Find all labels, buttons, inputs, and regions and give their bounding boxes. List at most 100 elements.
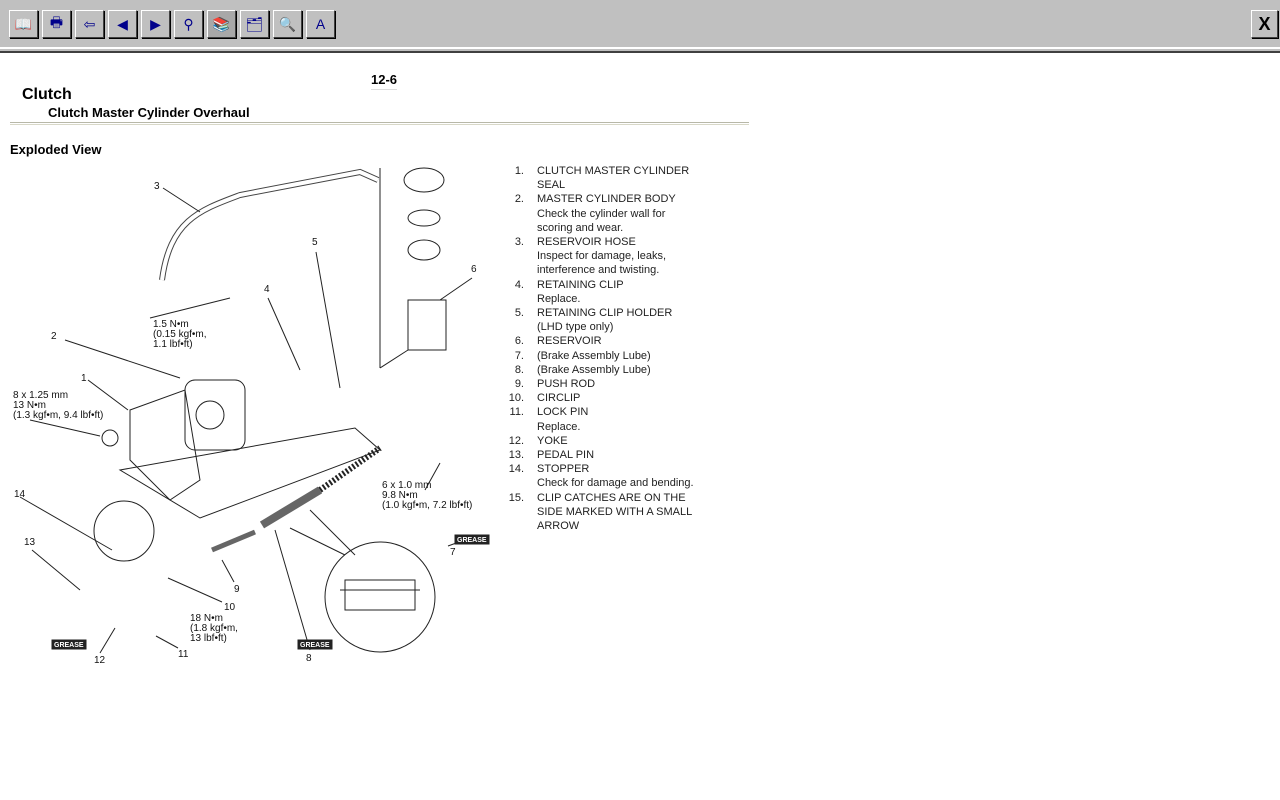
- binoculars-find-button[interactable]: ⚲: [174, 10, 203, 38]
- grease-label: GREASE: [54, 642, 84, 649]
- legend-number: 15.: [508, 491, 524, 504]
- callout-2: 2: [51, 331, 57, 342]
- legend-text: RESERVOIR: [537, 335, 602, 348]
- callout-9: 9: [234, 584, 240, 595]
- reservoir: [407, 299, 447, 351]
- legend-text: SIDE MARKED WITH A SMALL: [537, 505, 693, 518]
- legend-number: 5.: [514, 307, 524, 320]
- legend-item: 10. CIRCLIP: [508, 391, 694, 405]
- stack-button[interactable]: 🗂: [240, 10, 269, 38]
- page-subtitle: Clutch Master Cylinder Overhaul: [48, 105, 250, 120]
- legend-text: Replace.: [537, 420, 581, 433]
- legend-text: RESERVOIR HOSE: [537, 236, 636, 249]
- contents-book-button[interactable]: 📖: [9, 10, 38, 38]
- legend-text: SEAL: [537, 179, 566, 192]
- legend-text: MASTER CYLINDER BODY: [537, 193, 676, 206]
- exploded-view-diagram: [19, 167, 490, 654]
- legend-number: 1.: [514, 165, 524, 177]
- legend-number: 10.: [508, 392, 524, 405]
- manual-book-icon: 📚: [212, 15, 231, 32]
- legend-number: 6.: [514, 335, 524, 348]
- callout-13: 13: [24, 537, 36, 548]
- piston: [259, 486, 323, 529]
- callout-10: 10: [224, 602, 236, 613]
- index-icon: A: [315, 16, 326, 32]
- legend-number: 14.: [508, 463, 524, 476]
- seal-flange: [129, 389, 201, 501]
- callout-4: 4: [264, 284, 270, 295]
- push-rod: [211, 529, 256, 553]
- page-number: 12-6: [371, 72, 398, 90]
- callout-6: 6: [471, 264, 477, 275]
- legend-text: (Brake Assembly Lube): [537, 349, 651, 362]
- legend-item: 12.YOKE: [508, 434, 694, 448]
- callout-14: 14: [14, 489, 26, 500]
- legend-text: Replace.: [537, 292, 581, 305]
- grease-label: GREASE: [457, 537, 487, 544]
- callout-1: 1: [81, 373, 87, 384]
- next-page-button[interactable]: ▶: [141, 10, 170, 38]
- legend-text: scoring and wear.: [537, 221, 624, 234]
- legend-number: 2.: [514, 193, 524, 206]
- legend-number: 4.: [514, 278, 524, 291]
- legend-text: LOCK PIN: [537, 406, 589, 419]
- binoculars-find-icon: ⚲: [183, 15, 194, 32]
- document-search-button[interactable]: 🔍: [273, 10, 302, 38]
- legend-item: 13. PEDAL PIN: [508, 448, 694, 462]
- legend-text: RETAINING CLIP HOLDER: [537, 307, 673, 320]
- callout-3: 3: [154, 181, 160, 192]
- legend-text: PUSH ROD: [537, 378, 596, 391]
- detail-circle: [93, 500, 155, 562]
- legend-text: PEDAL PIN: [537, 449, 595, 462]
- legend-text: ARROW: [537, 520, 580, 533]
- legend-text: (LHD type only): [537, 321, 614, 334]
- divider: [10, 122, 749, 125]
- previous-page-icon: ◀: [117, 15, 128, 32]
- callout-7: 7: [450, 547, 456, 558]
- legend-text: CIRCLIP: [537, 392, 581, 405]
- close-button[interactable]: X: [1251, 10, 1278, 38]
- legend-number: 9.: [514, 378, 524, 391]
- legend-text: YOKE: [537, 434, 568, 447]
- legend-item: 7. (Brake Assembly Lube): [508, 349, 694, 363]
- callout-11: 11: [178, 649, 189, 660]
- legend-text: Check for damage and bending.: [537, 477, 694, 490]
- callout-12: 12: [94, 655, 106, 666]
- legend-number: 13.: [508, 449, 524, 462]
- legend-number: 3.: [514, 236, 524, 249]
- legend-text: (Brake Assembly Lube): [537, 363, 651, 376]
- callout-5: 5: [312, 237, 318, 248]
- manual-book-button[interactable]: 📚: [207, 10, 236, 38]
- legend-number: 8.: [514, 363, 524, 376]
- legend-text: Check the cylinder wall for: [537, 207, 666, 220]
- mounting-plate: [118, 427, 381, 519]
- torque-spec: 8 x 1.25 mm 13 N•m (1.3 kgf•m, 9.4 lbf•f…: [13, 390, 104, 421]
- toolbar: 📖 🖶 ⇦ ◀ ▶ ⚲ 📚 🗂 🔍 A: [0, 0, 1280, 47]
- print-button[interactable]: 🖶: [42, 10, 71, 38]
- legend-number: 7.: [514, 349, 524, 362]
- index-button[interactable]: A: [306, 10, 335, 38]
- legend-number: 11.: [509, 406, 524, 419]
- previous-page-button[interactable]: ◀: [108, 10, 137, 38]
- torque-spec: 18 N•m (1.8 kgf•m, 13 lbf•ft): [190, 613, 238, 644]
- back-folder-button[interactable]: ⇦: [75, 10, 104, 38]
- legend-item: 8. (Brake Assembly Lube): [508, 363, 694, 377]
- grease-label: GREASE: [300, 642, 330, 649]
- torque-spec: 6 x 1.0 mm 9.8 N•m (1.0 kgf•m, 7.2 lbf•f…: [382, 480, 473, 511]
- legend-text: STOPPER: [537, 463, 590, 476]
- legend-item: 9. PUSH ROD: [508, 377, 694, 391]
- legend-text: CLIP CATCHES ARE ON THE: [537, 491, 686, 504]
- back-folder-icon: ⇦: [83, 15, 96, 32]
- legend-text: interference and twisting.: [537, 264, 660, 277]
- torque-spec: 1.5 N•m (0.15 kgf•m, 1.1 lbf•ft): [153, 319, 207, 350]
- stack-icon: 🗂: [245, 15, 264, 32]
- contents-book-icon: 📖: [14, 15, 33, 32]
- document-search-icon: 🔍: [278, 15, 297, 32]
